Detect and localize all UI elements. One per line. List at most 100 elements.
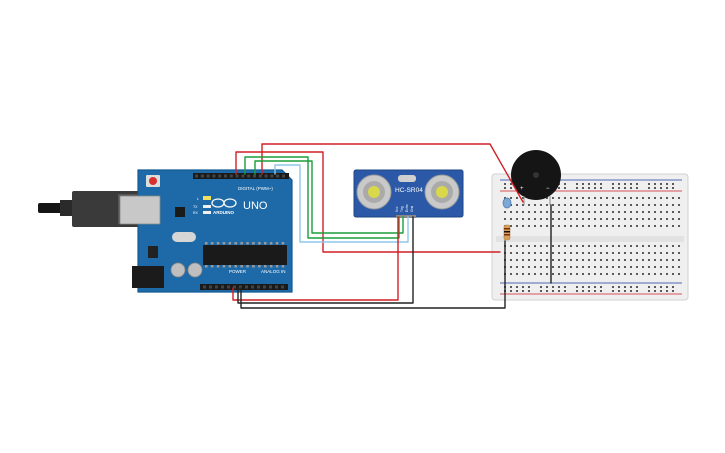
breadboard-hole[interactable] [636,204,638,206]
breadboard-hole[interactable] [516,218,518,220]
breadboard-hole[interactable] [648,259,650,261]
breadboard-hole[interactable] [552,252,554,254]
breadboard-hole[interactable] [642,211,644,213]
breadboard-hole[interactable] [564,286,566,288]
digital-pin[interactable] [276,174,280,178]
breadboard-hole[interactable] [594,259,596,261]
breadboard-hole[interactable] [588,245,590,247]
hc-sr04-sensor[interactable]: HC-SR04 Vcc Trig Echo Gnd [353,169,464,218]
digital-pin[interactable] [235,174,239,178]
wire-green-trig[interactable] [254,160,404,234]
breadboard-hole[interactable] [630,225,632,227]
breadboard-hole[interactable] [660,225,662,227]
breadboard-hole[interactable] [510,197,512,199]
power-pin[interactable] [263,285,266,289]
wire-red-buzzer[interactable] [235,151,501,253]
breadboard-hole[interactable] [516,286,518,288]
breadboard-hole[interactable] [522,252,524,254]
breadboard-hole[interactable] [606,211,608,213]
breadboard-hole[interactable] [654,225,656,227]
breadboard-hole[interactable] [636,211,638,213]
breadboard-hole[interactable] [516,225,518,227]
breadboard-hole[interactable] [558,266,560,268]
breadboard-hole[interactable] [606,266,608,268]
breadboard-hole[interactable] [522,266,524,268]
breadboard-hole[interactable] [654,204,656,206]
wire-red-led[interactable] [261,143,524,203]
breadboard-hole[interactable] [588,273,590,275]
power-pin[interactable] [203,285,206,289]
breadboard-hole[interactable] [660,259,662,261]
digital-pin[interactable] [241,174,245,178]
breadboard-hole[interactable] [648,273,650,275]
breadboard-hole[interactable] [528,290,530,292]
breadboard-hole[interactable] [576,245,578,247]
breadboard-hole[interactable] [660,290,662,292]
breadboard-hole[interactable] [534,259,536,261]
breadboard-hole[interactable] [654,183,656,185]
breadboard-hole[interactable] [552,211,554,213]
breadboard-hole[interactable] [534,211,536,213]
breadboard-hole[interactable] [642,273,644,275]
breadboard-hole[interactable] [672,290,674,292]
breadboard-hole[interactable] [540,218,542,220]
breadboard-hole[interactable] [582,273,584,275]
breadboard-hole[interactable] [528,266,530,268]
power-pin[interactable] [245,285,248,289]
breadboard-hole[interactable] [660,286,662,288]
breadboard-hole[interactable] [672,183,674,185]
breadboard-hole[interactable] [600,183,602,185]
breadboard-hole[interactable] [558,187,560,189]
breadboard-hole[interactable] [624,245,626,247]
breadboard-hole[interactable] [660,211,662,213]
breadboard-hole[interactable] [672,259,674,261]
breadboard-hole[interactable] [558,245,560,247]
breadboard-hole[interactable] [546,211,548,213]
breadboard-hole[interactable] [654,197,656,199]
power-pins[interactable] [203,285,284,289]
breadboard-hole[interactable] [624,187,626,189]
breadboard-hole[interactable] [648,225,650,227]
breadboard-hole[interactable] [534,266,536,268]
breadboard-hole[interactable] [678,252,680,254]
breadboard-hole[interactable] [564,225,566,227]
breadboard-hole[interactable] [582,259,584,261]
breadboard-hole[interactable] [558,259,560,261]
breadboard-hole[interactable] [510,286,512,288]
power-pin[interactable] [221,285,224,289]
breadboard-hole[interactable] [582,245,584,247]
breadboard-hole[interactable] [522,211,524,213]
breadboard-hole[interactable] [618,273,620,275]
breadboard-hole[interactable] [630,218,632,220]
breadboard-hole[interactable] [576,286,578,288]
breadboard-hole[interactable] [546,286,548,288]
breadboard-hole[interactable] [636,183,638,185]
breadboard-hole[interactable] [612,273,614,275]
breadboard-hole[interactable] [516,259,518,261]
breadboard-hole[interactable] [600,290,602,292]
breadboard-hole[interactable] [630,245,632,247]
breadboard-hole[interactable] [540,245,542,247]
breadboard-hole[interactable] [660,183,662,185]
breadboard-hole[interactable] [564,273,566,275]
breadboard-hole[interactable] [666,218,668,220]
breadboard-hole[interactable] [606,225,608,227]
breadboard-hole[interactable] [558,211,560,213]
breadboard-hole[interactable] [552,218,554,220]
power-pin[interactable] [251,285,254,289]
breadboard-hole[interactable] [600,286,602,288]
breadboard-hole[interactable] [654,286,656,288]
breadboard-hole[interactable] [552,204,554,206]
breadboard-hole[interactable] [570,252,572,254]
breadboard-hole[interactable] [528,245,530,247]
breadboard-hole[interactable] [522,197,524,199]
breadboard-hole[interactable] [642,225,644,227]
breadboard-hole[interactable] [534,204,536,206]
breadboard-hole[interactable] [666,225,668,227]
breadboard-hole[interactable] [666,187,668,189]
breadboard-hole[interactable] [612,183,614,185]
breadboard-hole[interactable] [606,197,608,199]
power-pin[interactable] [281,285,284,289]
breadboard-hole[interactable] [612,259,614,261]
breadboard-hole[interactable] [510,266,512,268]
